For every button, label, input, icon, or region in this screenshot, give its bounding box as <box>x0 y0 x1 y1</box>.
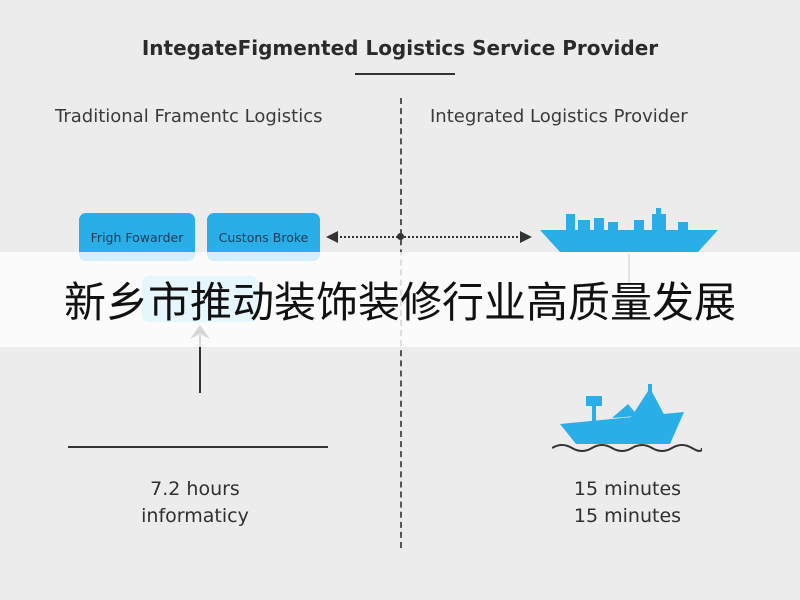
up-arrow-shaft <box>199 335 201 393</box>
left-base-line <box>68 446 328 448</box>
left-stats: 7.2 hours informaticy <box>110 476 280 530</box>
left-stat-label: informaticy <box>141 505 249 527</box>
right-stat-time: 15 minutes <box>573 478 682 500</box>
freight-forwarder-label: Frigh Fowarder <box>90 229 184 245</box>
caption-text: 新乡市推动装饰装修行业高质量发展 <box>63 278 736 327</box>
arrow-left-icon <box>326 231 338 243</box>
arrow-right-icon <box>520 231 532 243</box>
diagram-title: IntegateFigmented Logistics Service Prov… <box>141 36 659 60</box>
right-stats: 15 minutes 15 minutes <box>545 476 710 530</box>
fishing-boat-icon <box>552 384 702 452</box>
caption-banner: 新乡市推动装饰装修行业高质量发展 <box>0 252 800 347</box>
cargo-ship-icon <box>540 208 718 252</box>
left-column-heading: Traditional Framentc Logistics <box>55 106 323 127</box>
right-column-heading: Integrated Logistics Provider <box>430 106 688 127</box>
title-underline <box>355 73 455 75</box>
dotted-connector <box>340 236 518 238</box>
right-stat-label: 15 minutes <box>573 505 682 527</box>
connector-center-dot <box>397 233 404 240</box>
left-stat-time: 7.2 hours <box>150 478 240 500</box>
customs-broker-label: Custons Broke <box>218 229 309 245</box>
